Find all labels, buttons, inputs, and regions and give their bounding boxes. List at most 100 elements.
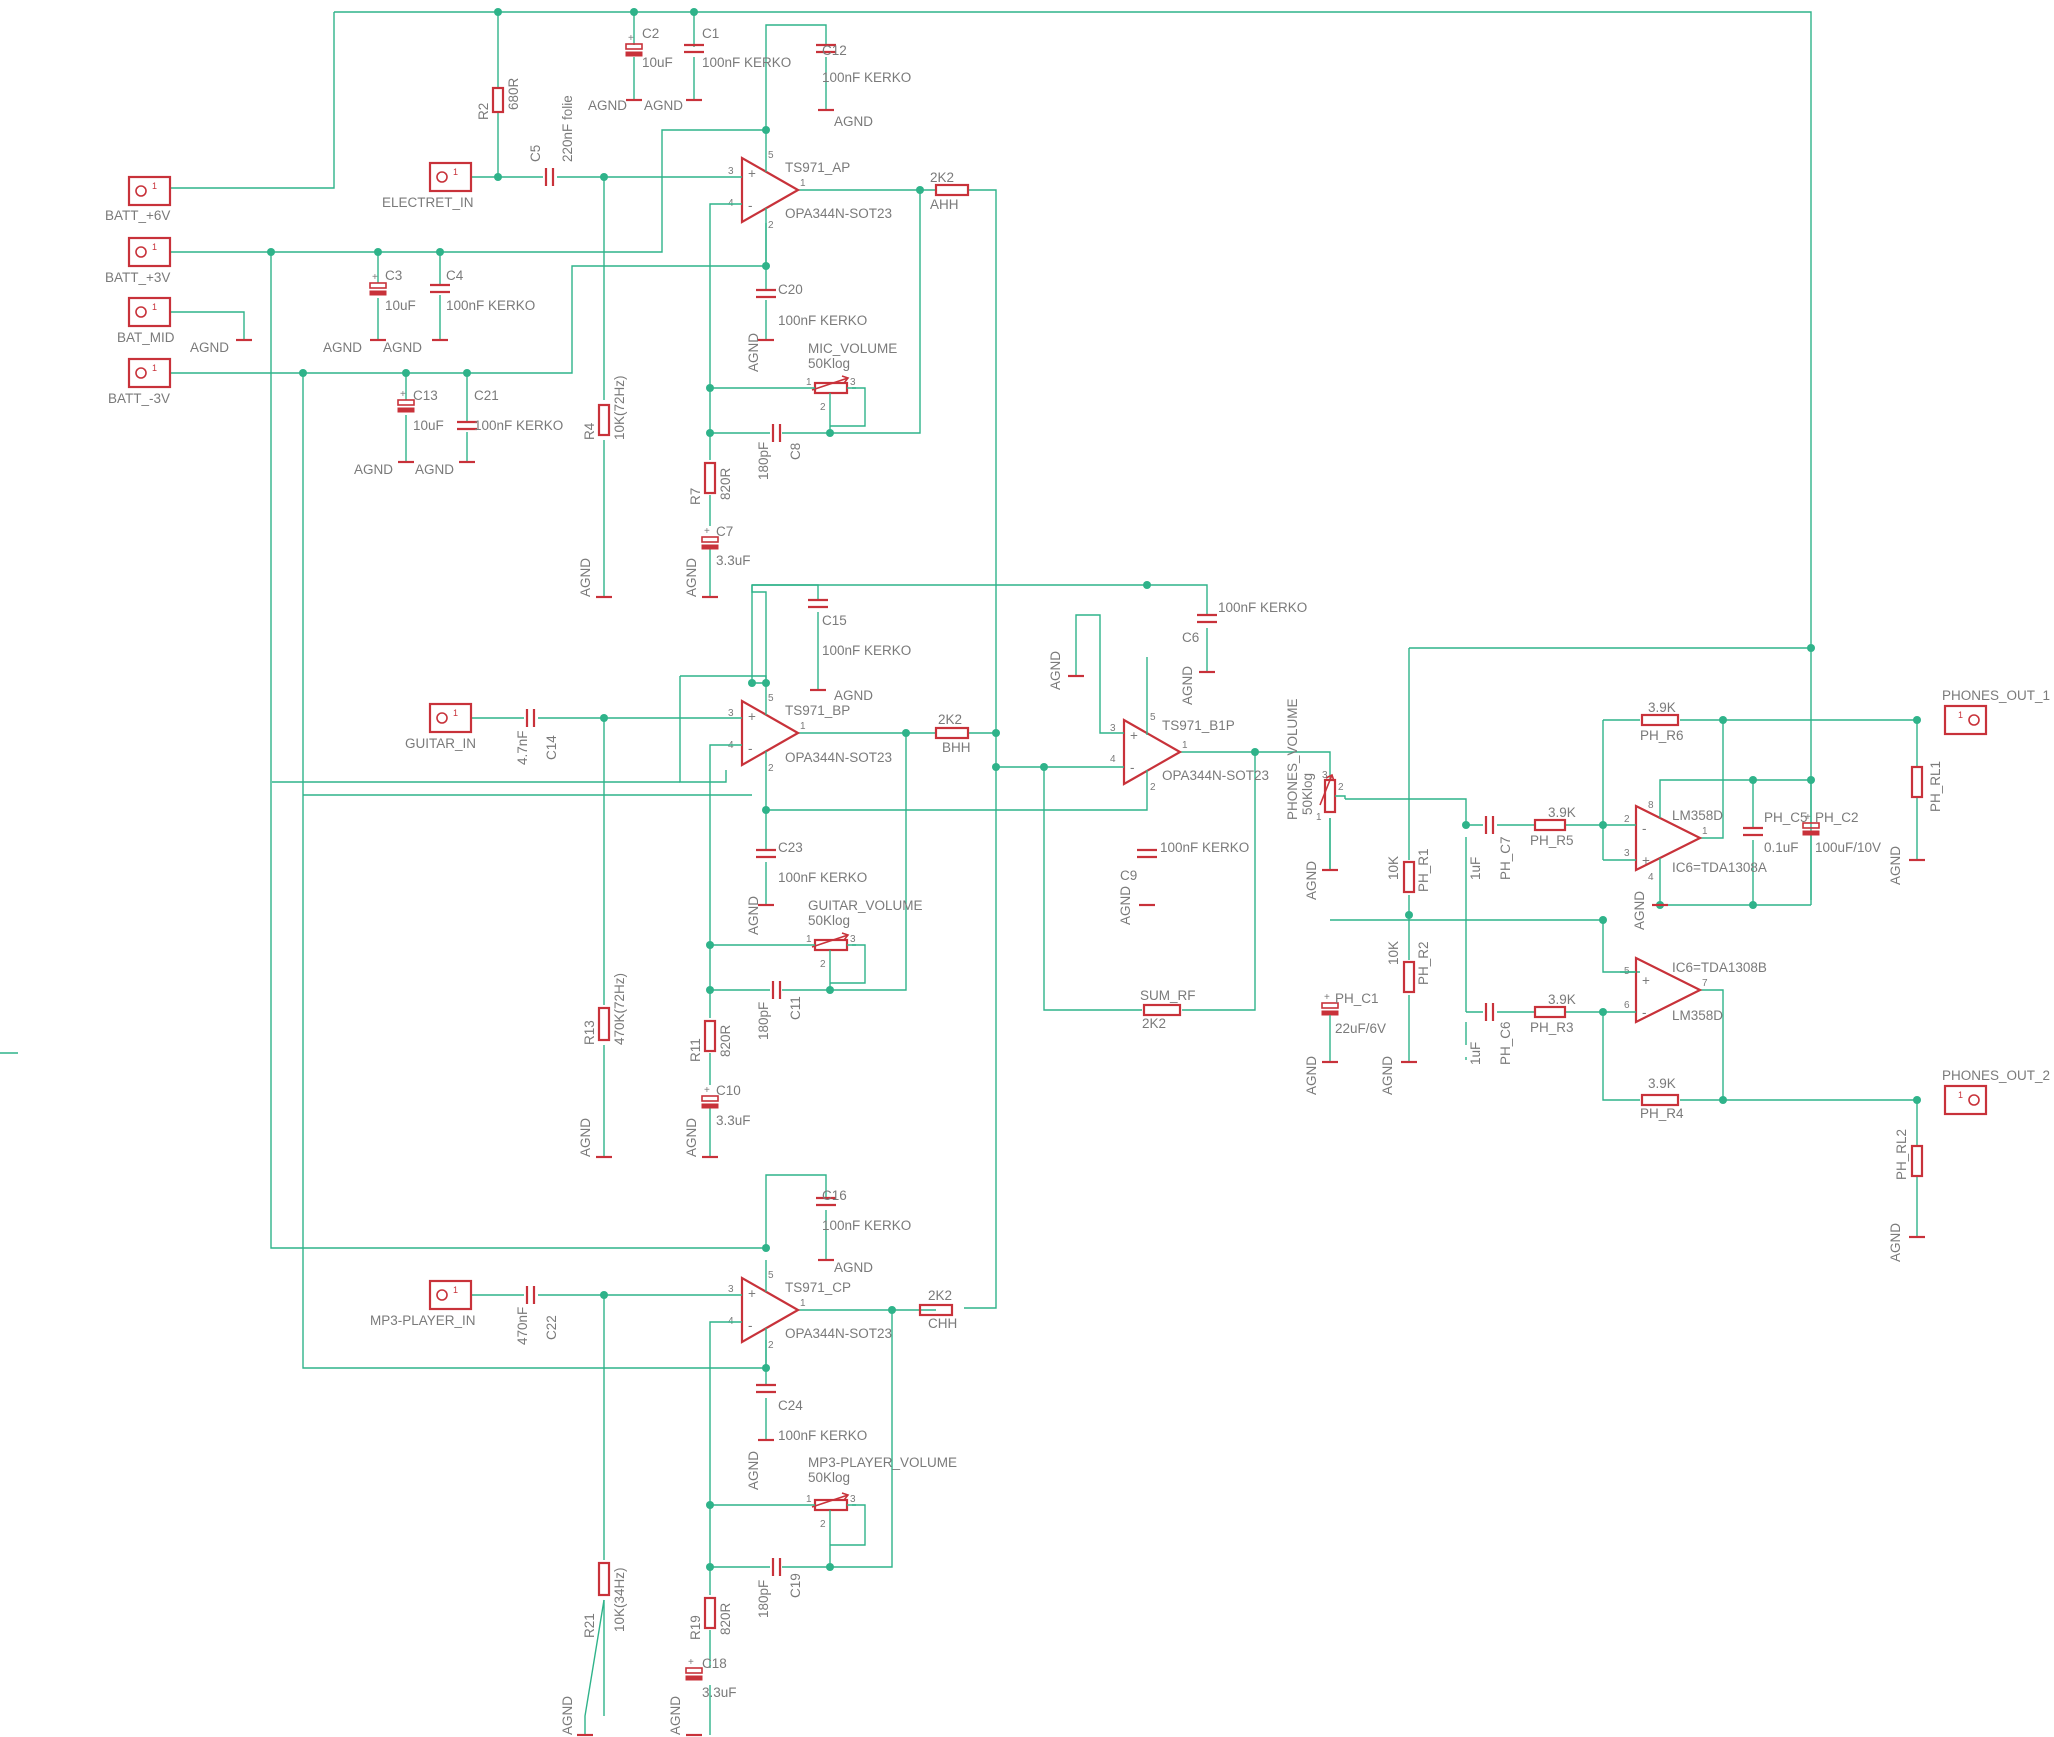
cap-ph-c5[interactable]: PH_C5 0.1uF xyxy=(1743,810,1808,855)
svg-text:1uF: 1uF xyxy=(1468,857,1483,880)
resistor-r2[interactable]: R2 680R xyxy=(476,77,521,120)
opamp-ts971-ap[interactable]: +- 3 4 1 5 2 TS971_AP OPA344N-SOT23 xyxy=(726,145,892,231)
resistor-bhh[interactable]: 2K2 BHH xyxy=(934,712,971,755)
svg-text:AGND: AGND xyxy=(1304,861,1319,900)
resistor-r7[interactable]: R7 820R xyxy=(688,461,733,505)
cap-c9[interactable]: 100nF KERKO C9 xyxy=(1120,840,1249,883)
svg-text:BHH: BHH xyxy=(942,740,971,755)
svg-text:180pF: 180pF xyxy=(756,1580,771,1618)
cap-c4[interactable]: C4 100nF KERKO xyxy=(430,268,535,313)
connector-mp3-in[interactable]: 1 MP3-PLAYER_IN xyxy=(370,1279,476,1328)
cap-ph-c1[interactable]: + PH_C1 22uF/6V xyxy=(1321,991,1386,1036)
svg-text:AGND: AGND xyxy=(684,558,699,597)
cap-c1[interactable]: C1 100nF KERKO xyxy=(684,26,791,70)
cap-ph-c6[interactable]: 1uF PH_C6 xyxy=(1468,1003,1513,1065)
resistor-r11[interactable]: R11 820R xyxy=(688,1019,733,1062)
opamp-ts971-cp[interactable]: +- 3 4 1 5 2 TS971_CP OPA344N-SOT23 xyxy=(726,1260,892,1351)
svg-text:MIC_VOLUME: MIC_VOLUME xyxy=(808,341,897,356)
svg-text:C2: C2 xyxy=(642,26,659,41)
cap-c3[interactable]: + C3 10uF xyxy=(369,268,416,313)
pot-phones-volume[interactable]: 2 3 1 PHONES_VOLUME 50Klog xyxy=(1285,698,1346,823)
cap-c24[interactable]: C24 100nF KERKO xyxy=(756,1383,867,1443)
cap-c10[interactable]: + C10 3.3uF xyxy=(701,1083,751,1128)
pot-mic-volume[interactable]: 1 3 2 MIC_VOLUME 50Klog xyxy=(804,341,897,413)
connector-bat-mid[interactable]: 1 BAT_MID xyxy=(117,296,175,345)
svg-text:PHONES_OUT_2: PHONES_OUT_2 xyxy=(1942,1068,2050,1083)
resistor-sum-rf[interactable]: SUM_RF 2K2 xyxy=(1140,988,1196,1031)
cap-c22[interactable]: 470nF C22 xyxy=(515,1286,559,1345)
cap-c14[interactable]: 4.7nF C14 xyxy=(515,709,559,765)
svg-text:PH_C1: PH_C1 xyxy=(1335,991,1379,1006)
resistor-ph-r1[interactable]: 10K PH_R1 xyxy=(1386,848,1431,894)
resistor-ph-rl1[interactable]: PH_RL1 xyxy=(1910,761,1943,812)
cap-c19[interactable]: 180pF C19 xyxy=(756,1558,803,1618)
svg-text:MP3-PLAYER_IN: MP3-PLAYER_IN xyxy=(370,1313,476,1328)
cap-c6[interactable]: 100nF KERKO C6 xyxy=(1182,600,1307,645)
resistor-ph-r5[interactable]: 3.9K PH_R5 xyxy=(1530,805,1576,848)
connector-batt-3v[interactable]: 1 BATT_+3V xyxy=(105,236,172,285)
cap-c12[interactable]: C12 100nF KERKO xyxy=(816,43,911,85)
cap-c20[interactable]: C20 100nF KERKO xyxy=(756,282,867,328)
svg-text:BATT_+6V: BATT_+6V xyxy=(105,208,170,223)
resistor-ph-r6[interactable]: 3.9K PH_R6 xyxy=(1640,700,1684,743)
svg-text:LM358D: LM358D xyxy=(1672,808,1723,823)
connector-phones-out-1[interactable]: 1 PHONES_OUT_1 xyxy=(1942,688,2050,736)
svg-text:AGND: AGND xyxy=(354,462,393,477)
cap-c5[interactable]: C5 220nF folie xyxy=(528,95,575,186)
svg-text:R21: R21 xyxy=(582,1613,597,1638)
pot-guitar-volume[interactable]: 1 3 2 GUITAR_VOLUME 50Klog xyxy=(804,898,923,970)
resistor-chh[interactable]: 2K2 CHH xyxy=(918,1288,957,1331)
connector-phones-out-2[interactable]: 1 PHONES_OUT_2 xyxy=(1942,1068,2050,1116)
resistor-ahh[interactable]: 2K2 AHH xyxy=(930,170,970,212)
svg-text:AGND: AGND xyxy=(578,558,593,597)
opamp-ts971-b1p[interactable]: +- 3 4 1 5 2 TS971_B1P OPA344N-SOT23 xyxy=(1108,683,1269,795)
svg-text:10K(34Hz): 10K(34Hz) xyxy=(612,1567,627,1632)
svg-text:AGND: AGND xyxy=(323,340,362,355)
resistor-r4[interactable]: R4 10K(72Hz) xyxy=(582,375,627,440)
opamp-lm358-a[interactable]: -+ 2 3 1 8 4 LM358D IC6=TDA1308A xyxy=(1620,800,1767,883)
cap-c11[interactable]: 180pF C11 xyxy=(756,981,803,1040)
svg-text:C21: C21 xyxy=(474,388,499,403)
cap-c15[interactable]: C15 100nF KERKO xyxy=(808,598,911,658)
svg-text:50Klog: 50Klog xyxy=(808,1470,850,1485)
svg-text:C5: C5 xyxy=(528,145,543,162)
cap-c18[interactable]: + C18 3.3uF xyxy=(685,1656,737,1700)
svg-text:10uF: 10uF xyxy=(642,55,673,70)
svg-text:AGND: AGND xyxy=(383,340,422,355)
connector-batt-minus-3v[interactable]: 1 BATT_-3V xyxy=(108,357,172,406)
cap-ph-c2[interactable]: + PH_C2 100uF/10V xyxy=(1802,810,1881,855)
resistor-ph-rl2[interactable]: PH_RL2 xyxy=(1894,1129,1924,1180)
opamp-lm358-b[interactable]: +- 5 6 7 IC6=TDA1308B LM358D xyxy=(1620,956,1767,1024)
cap-c8[interactable]: 180pF C8 xyxy=(756,424,803,480)
svg-text:7: 7 xyxy=(1702,978,1708,989)
connector-electret-in[interactable]: 1 ELECTRET_IN xyxy=(382,161,474,210)
resistor-r21[interactable]: R21 10K(34Hz) xyxy=(582,1561,627,1638)
svg-text:+: + xyxy=(1805,812,1811,823)
svg-text:AGND: AGND xyxy=(415,462,454,477)
cap-ph-c7[interactable]: 1uF PH_C7 xyxy=(1468,816,1513,880)
svg-text:AGND: AGND xyxy=(684,1118,699,1157)
cap-c13[interactable]: + C13 10uF xyxy=(397,388,444,433)
svg-text:3: 3 xyxy=(850,934,856,945)
cap-c21[interactable]: C21 100nF KERKO xyxy=(457,388,563,433)
resistor-r13[interactable]: R13 470K(72Hz) xyxy=(582,973,627,1045)
resistor-ph-r2[interactable]: 10K PH_R2 xyxy=(1386,941,1431,994)
cap-c16[interactable]: C16 100nF KERKO xyxy=(816,1188,911,1233)
resistor-ph-r3[interactable]: 3.9K PH_R3 xyxy=(1530,992,1576,1035)
svg-text:-: - xyxy=(748,1318,753,1333)
connector-guitar-in[interactable]: 1 GUITAR_IN xyxy=(405,702,476,751)
pot-mp3-volume[interactable]: 1 3 2 MP3-PLAYER_VOLUME 50Klog xyxy=(804,1455,957,1540)
connector-batt-6v[interactable]: 1 BATT_+6V xyxy=(105,175,172,223)
cap-c2[interactable]: + C2 10uF xyxy=(625,26,673,70)
svg-text:AGND: AGND xyxy=(746,333,761,372)
svg-text:+: + xyxy=(1642,853,1650,868)
cap-c7[interactable]: + C7 3.3uF xyxy=(701,524,751,568)
opamp-ts971-bp[interactable]: +- 3 4 1 5 2 TS971_BP OPA344N-SOT23 xyxy=(726,693,892,775)
resistor-ph-r4[interactable]: 3.9K PH_R4 xyxy=(1640,1076,1684,1121)
resistor-r19[interactable]: R19 820R xyxy=(688,1596,733,1640)
ground-ph-c1: AGND xyxy=(1304,1015,1338,1095)
svg-text:PH_C6: PH_C6 xyxy=(1498,1021,1513,1065)
cap-c23[interactable]: C23 100nF KERKO xyxy=(756,840,867,885)
svg-text:1: 1 xyxy=(1316,812,1322,823)
svg-text:PH_R6: PH_R6 xyxy=(1640,728,1684,743)
